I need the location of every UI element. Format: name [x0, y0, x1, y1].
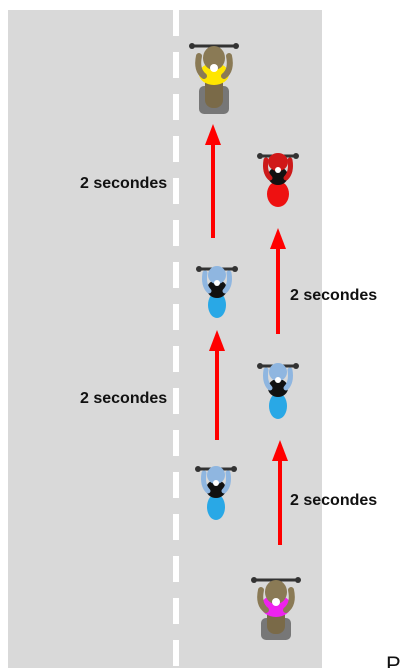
rider-helmet	[207, 466, 225, 484]
mirror-left	[257, 363, 263, 369]
moto-left-bottom	[195, 466, 237, 520]
headlight	[275, 377, 281, 383]
arrow-left-lower	[209, 330, 225, 440]
arrow-left-upper	[205, 124, 221, 238]
rider-torso	[268, 379, 288, 397]
rider-torso	[207, 280, 227, 298]
rider-torso	[206, 480, 226, 498]
moto-left-middle	[196, 266, 238, 318]
mirror-right	[293, 363, 299, 369]
bike-rear	[207, 494, 225, 520]
moto-right-bottom	[251, 577, 301, 640]
mirror-right	[293, 153, 299, 159]
mirror-left	[196, 266, 202, 272]
road	[8, 10, 322, 668]
rider-arms	[195, 53, 233, 79]
rider-torso	[268, 167, 288, 185]
moto-left-top	[189, 43, 239, 114]
headlight	[213, 480, 219, 486]
label-left-lower: 2 secondes	[80, 390, 168, 407]
rider-arms	[263, 157, 293, 181]
label-left-upper: 2 secondes	[80, 175, 168, 192]
label-right-lower: 2 secondes	[290, 492, 378, 509]
rider-helmet	[208, 266, 226, 284]
rider-helmet	[268, 153, 288, 171]
rider-arms	[257, 587, 295, 613]
cut-off-text: P	[386, 652, 401, 668]
arrow-right-upper	[270, 228, 286, 334]
moto-right-top	[257, 153, 299, 207]
mirror-right	[231, 466, 237, 472]
headlight	[210, 64, 218, 72]
headlight	[214, 280, 220, 286]
rider-arms	[201, 470, 231, 494]
moto-right-middle	[257, 363, 299, 419]
rider-helmet	[269, 363, 287, 381]
rider-arms	[263, 367, 293, 391]
mirror-left	[257, 153, 263, 159]
headlight	[275, 167, 281, 173]
bike-rear	[267, 181, 289, 207]
bike-rear	[269, 393, 287, 419]
mirror-right	[295, 577, 301, 583]
bike-rear	[208, 292, 226, 318]
rider-helmet	[265, 580, 287, 604]
mirror-right	[232, 266, 238, 272]
arrows	[205, 124, 288, 545]
mirror-left	[195, 466, 201, 472]
rider-helmet	[203, 46, 225, 70]
rider-arms	[202, 270, 232, 294]
mirror-right	[233, 43, 239, 49]
headlight	[272, 598, 280, 606]
rider-torso	[199, 63, 229, 85]
label-right-upper: 2 secondes	[290, 287, 378, 304]
arrow-right-lower	[272, 440, 288, 545]
mirror-left	[189, 43, 195, 49]
mirror-left	[251, 577, 257, 583]
